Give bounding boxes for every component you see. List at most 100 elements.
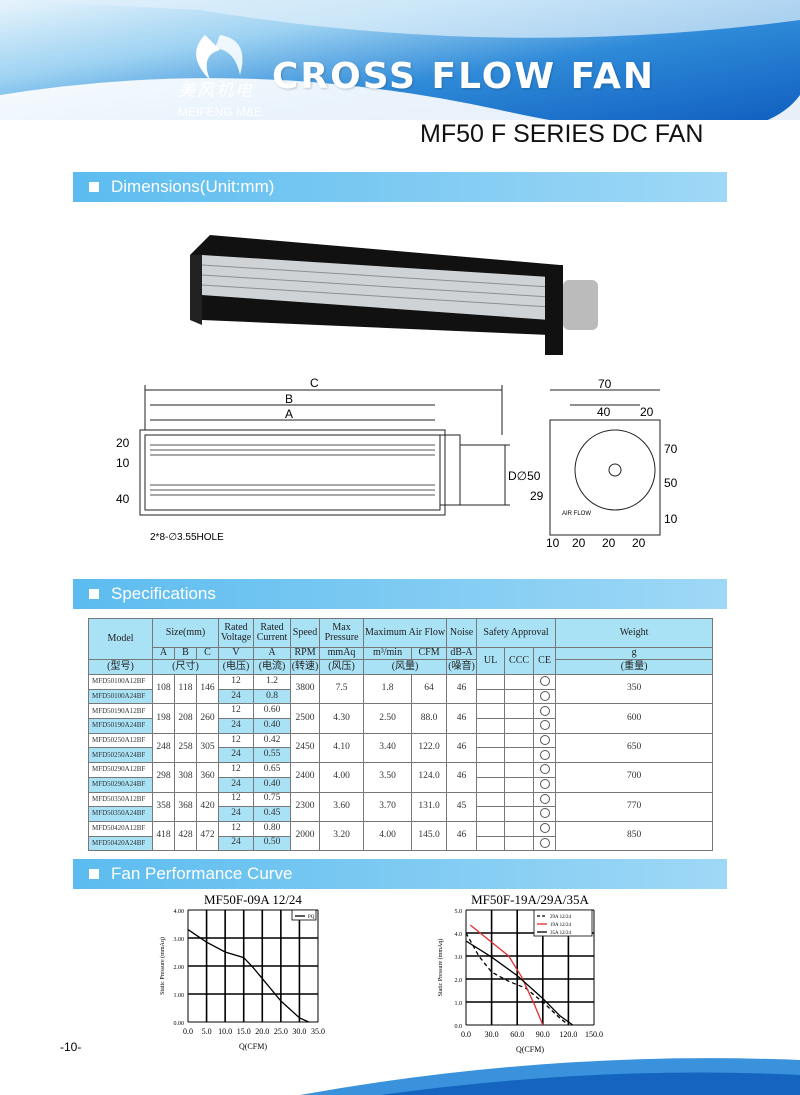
table-cell: 88.0 — [411, 703, 448, 734]
dim-40: 40 — [116, 492, 130, 506]
table-cell: 24 — [218, 688, 255, 705]
empty-cell — [476, 718, 506, 734]
table-cell: 358 — [152, 791, 175, 822]
th-size: Size(mm) — [151, 618, 220, 648]
th-pressure: Max Pressure — [319, 618, 365, 648]
th-model: Model — [88, 618, 153, 660]
table-cell: MFD50420A24BF — [88, 835, 153, 852]
empty-cell — [476, 835, 506, 852]
y-tick-label: 1.00 — [174, 993, 185, 999]
th-cn: (电压) — [218, 659, 255, 675]
table-cell: 4.10 — [319, 732, 365, 764]
table-cell: MFD50350A24BF — [88, 806, 153, 822]
table-cell: 12 — [218, 791, 255, 808]
x-axis-label: Q(CFM) — [516, 1045, 544, 1054]
table-cell: 0.40 — [253, 776, 292, 793]
x-tick-label: 30.0 — [485, 1030, 499, 1039]
dim-w40: 40 — [597, 405, 611, 419]
x-tick-label: 35.0 — [311, 1027, 325, 1036]
empty-cell — [504, 762, 535, 778]
table-cell: 3800 — [290, 673, 321, 705]
th-unit: m³/min — [363, 647, 413, 660]
y-tick-label: 3.0 — [455, 955, 463, 961]
ce-cell — [533, 762, 557, 778]
ce-circle-icon — [539, 779, 550, 790]
dim-h29: 29 — [530, 489, 544, 503]
dimension-drawing: C B A 20 10 40 D∅50 2*8-∅3.55HOLE 70 40 … — [116, 376, 678, 550]
th-noise: Noise — [446, 618, 478, 648]
empty-cell — [504, 688, 535, 705]
dim-hole: 2*8-∅3.55HOLE — [150, 532, 224, 543]
y-tick-label: 1.0 — [455, 1001, 463, 1007]
dim-10: 10 — [116, 456, 130, 470]
table-cell: 1.8 — [363, 673, 413, 705]
table-cell: 46 — [446, 703, 478, 734]
dim-b20b: 20 — [602, 536, 616, 550]
empty-cell — [504, 820, 535, 837]
table-cell: 24 — [218, 776, 255, 793]
table-cell: 305 — [195, 732, 220, 764]
table-cell: 46 — [446, 820, 478, 852]
table-cell: 368 — [174, 791, 197, 822]
y-axis-label: Static Pressure (mmAq) — [437, 939, 444, 997]
ce-circle-icon — [539, 749, 550, 760]
table-cell: 4.00 — [363, 820, 413, 852]
table-cell: 0.40 — [253, 718, 292, 734]
ce-cell — [533, 732, 557, 749]
th-cn: (风压) — [319, 659, 365, 675]
table-cell: 308 — [174, 762, 197, 793]
ce-cell — [533, 674, 557, 690]
ce-cell — [533, 703, 557, 720]
th-cn: (重量) — [555, 659, 714, 675]
th-ce: CE — [533, 647, 557, 675]
empty-cell — [476, 762, 506, 778]
table-cell: 46 — [446, 762, 478, 793]
empty-cell — [476, 791, 506, 808]
dim-b20c: 20 — [632, 536, 646, 550]
table-cell: 131.0 — [411, 791, 448, 822]
empty-cell — [476, 747, 506, 764]
table-cell: MFD50100A12BF — [88, 674, 153, 690]
empty-cell — [476, 806, 506, 822]
table-cell: 3.20 — [319, 820, 365, 852]
legend-label: 35A 12/24 — [550, 931, 571, 936]
table-cell: 108 — [152, 673, 175, 705]
dim-20: 20 — [116, 436, 130, 450]
ce-cell — [533, 718, 557, 734]
table-cell: 360 — [195, 762, 220, 793]
th-cn: (电流) — [253, 659, 292, 675]
th-unit: C — [195, 647, 220, 660]
table-cell: 122.0 — [411, 732, 448, 764]
table-cell: 418 — [152, 820, 175, 852]
y-tick-label: 3.00 — [174, 937, 185, 943]
x-tick-label: 120.0 — [559, 1030, 577, 1039]
table-cell: 145.0 — [411, 820, 448, 852]
th-unit: A — [253, 647, 292, 660]
footer-wave — [300, 1058, 800, 1095]
table-cell: 2400 — [290, 762, 321, 793]
table-cell: 428 — [174, 820, 197, 852]
table-cell: MFD50350A12BF — [88, 791, 153, 808]
empty-cell — [504, 835, 535, 852]
empty-cell — [476, 688, 506, 705]
th-weight: Weight — [555, 618, 714, 648]
y-tick-label: 4.00 — [174, 909, 185, 915]
table-cell: 0.65 — [253, 762, 292, 778]
x-tick-label: 150.0 — [585, 1030, 603, 1039]
ce-cell — [533, 820, 557, 837]
table-cell: 46 — [446, 673, 478, 705]
ce-circle-icon — [539, 808, 550, 819]
header-banner: 美风机电 MEIFENG M&E CROSS FLOW FAN — [0, 0, 800, 150]
table-cell: 146 — [195, 673, 220, 705]
table-cell: 12 — [218, 762, 255, 778]
dim-dia: D∅50 — [508, 469, 541, 483]
table-cell: 260 — [195, 703, 220, 734]
empty-cell — [504, 776, 535, 793]
section-performance-curve: Fan Performance Curve — [73, 859, 727, 889]
table-cell: MFD50100A24BF — [88, 688, 153, 705]
th-unit: dB-A — [446, 647, 478, 660]
